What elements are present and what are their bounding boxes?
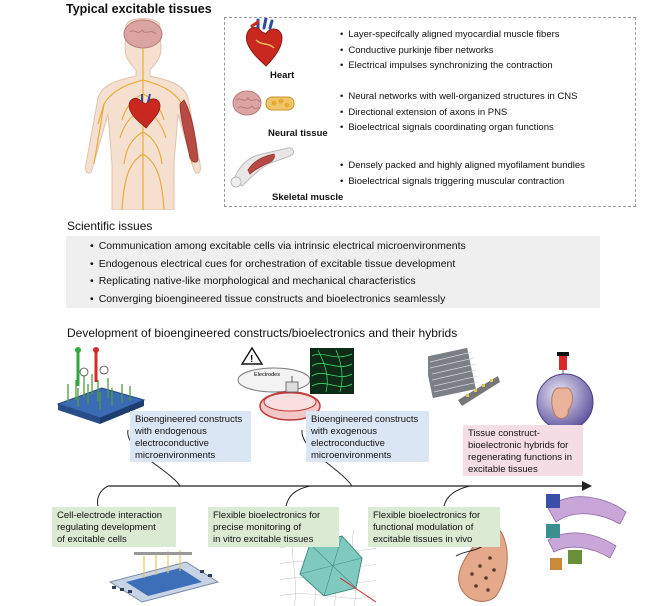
culture-dish-illustration: ! Electrodes	[237, 346, 354, 421]
box-line: functional modulation of	[373, 522, 474, 533]
box-line: of excitable cells	[57, 534, 127, 545]
section-title-tissues: Typical excitable tissues	[66, 2, 212, 16]
box-line: precise monitoring of	[213, 522, 302, 533]
box-line: regulating development	[57, 522, 156, 533]
electrodes-label: Electrodes	[254, 372, 280, 378]
box-hybrid-constructs: Tissue construct- bioelectronic hybrids …	[463, 425, 583, 476]
box-line: Cell-electrode interaction	[57, 510, 163, 521]
box-line: bioelectronic hybrids for	[468, 440, 569, 451]
box-line: with exogenous	[311, 426, 378, 437]
heart-label: Heart	[270, 70, 295, 81]
warning-icon	[240, 346, 264, 365]
box-line: in vitro excitable tissues	[213, 534, 314, 545]
heart-bullets: Layer-specifcally aligned myocardial mus…	[340, 27, 560, 74]
box-line: microenvironments	[135, 450, 216, 461]
box-line: regenerating functions in	[468, 452, 573, 463]
skeletal-muscle-icon	[230, 147, 295, 188]
box-line: electroconductive	[135, 438, 209, 449]
box-line: electroconductive	[311, 438, 385, 449]
box-line: microenvironments	[311, 450, 392, 461]
electrode-array-illustration	[56, 347, 146, 424]
human-body-illustration	[85, 18, 201, 210]
box-line: excitable tissues in vivo	[373, 534, 473, 545]
neural-bullets: Neural networks with well-organized stru…	[340, 89, 577, 136]
bullet-item: Densely packed and highly aligned myofil…	[340, 158, 585, 174]
aligned-fiber-image	[428, 348, 500, 406]
heart-icon	[245, 18, 283, 67]
box-line: Tissue construct-	[468, 428, 540, 439]
svg-text:!: !	[250, 354, 253, 365]
issue-item: Communication among excitable cells via …	[90, 238, 600, 256]
skeletal-bullets: Densely packed and highly aligned myofil…	[340, 158, 585, 189]
box-line: Flexible bioelectronics for	[213, 510, 321, 521]
flexible-ribbon-illustration	[546, 494, 627, 570]
ear-sphere-illustration	[536, 352, 594, 431]
bullet-item: Layer-specifcally aligned myocardial mus…	[340, 27, 559, 43]
bullet-item: Bioelectrical signals coordinating organ…	[340, 120, 577, 136]
electrode-chip-illustration	[108, 550, 220, 603]
issue-item: Replicating native-like morphological an…	[90, 273, 600, 291]
bullet-item: Directional extension of axons in PNS	[340, 105, 577, 121]
arrow-head-icon	[582, 481, 592, 491]
box-exogenous-constructs: Bioengineered constructs with exogenous …	[306, 411, 429, 462]
skeletal-label: Skeletal muscle	[272, 192, 344, 203]
box-line: excitable tissues	[468, 464, 538, 475]
box-in-vivo-modulation: Flexible bioelectronics for functional m…	[368, 507, 500, 547]
bullet-item: Bioelectrical signals triggering muscula…	[340, 174, 585, 190]
bullet-item: Neural networks with well-organized stru…	[340, 89, 577, 105]
scientific-issues-panel: Communication among excitable cells via …	[66, 236, 600, 308]
box-cell-electrode-interaction: Cell-electrode interaction regulating de…	[52, 507, 176, 547]
arm-muscle-icon	[179, 99, 199, 163]
box-in-vitro-monitoring: Flexible bioelectronics for precise moni…	[208, 507, 339, 547]
heart-small-icon	[128, 93, 161, 129]
issue-item: Endogenous electrical cues for orchestra…	[90, 256, 600, 274]
box-line: Bioengineered constructs	[311, 414, 419, 425]
neural-tissue-icon	[232, 90, 295, 116]
box-line: Flexible bioelectronics for	[373, 510, 481, 521]
mesh-organoid-illustration	[280, 530, 376, 606]
bullet-item: Conductive purkinje fiber networks	[340, 43, 560, 59]
bullet-item: Electrical impulses synchronizing the co…	[340, 58, 560, 74]
box-line: Bioengineered constructs	[135, 414, 243, 425]
tissue-features-box	[224, 17, 636, 207]
ear-icon	[551, 387, 573, 419]
section-title-development: Development of bioengineered constructs/…	[67, 326, 458, 340]
box-endogenous-constructs: Bioengineered constructs with endogenous…	[130, 411, 251, 462]
neural-label: Neural tissue	[268, 128, 328, 139]
box-line: with endogenous	[135, 426, 207, 437]
section-title-issues: Scientific issues	[67, 219, 153, 233]
issue-item: Converging bioengineered tissue construc…	[90, 291, 600, 309]
brain-icon	[232, 90, 262, 116]
